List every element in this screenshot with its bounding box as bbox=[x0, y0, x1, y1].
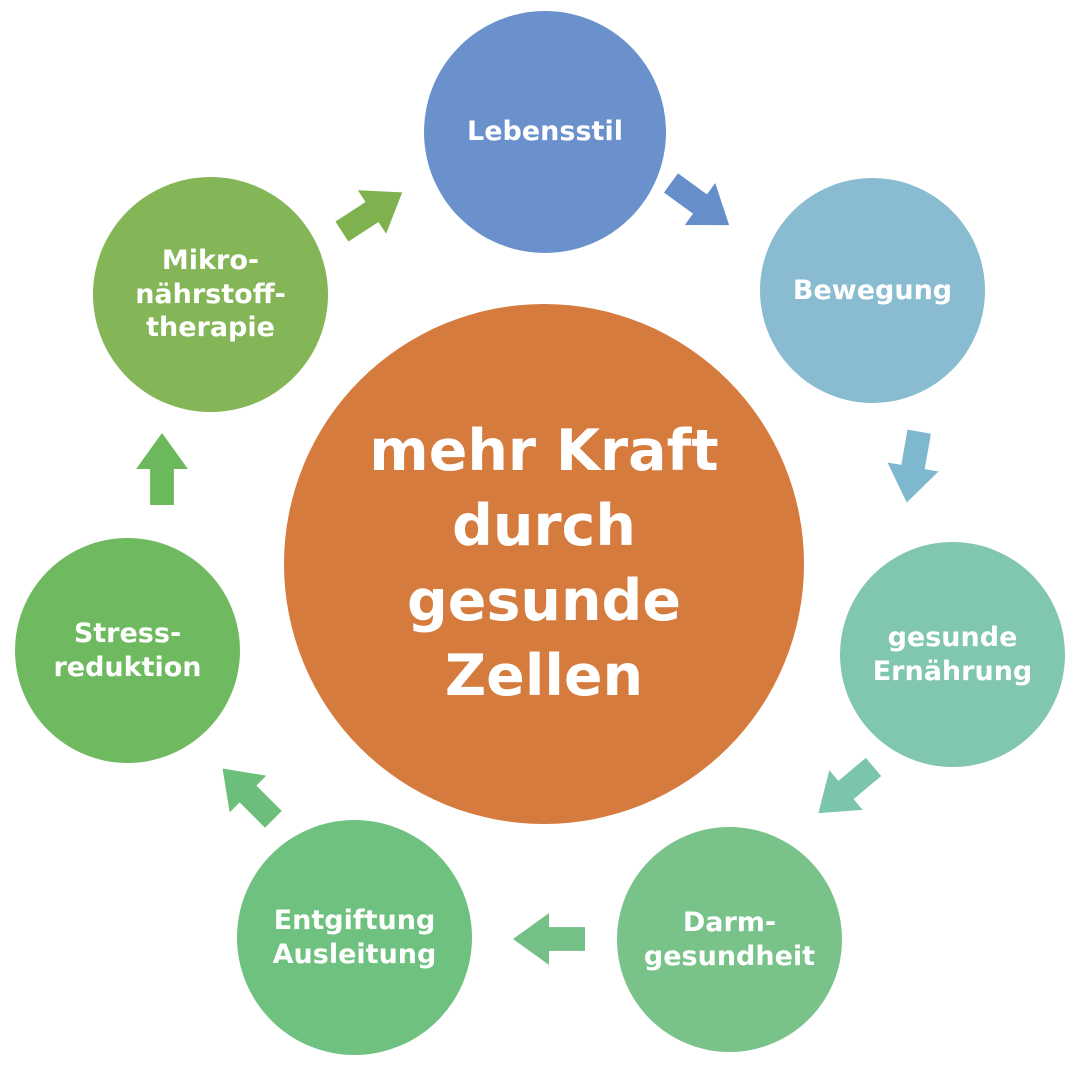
circle-stressreduktion-label: Stress- reduktion bbox=[53, 617, 202, 683]
circle-lebensstil: Lebensstil bbox=[424, 11, 666, 253]
arrow-lebensstil-to-bewegung-icon bbox=[655, 161, 745, 247]
arrow-darm-to-entgiftung-icon bbox=[513, 912, 585, 966]
circle-gesunde-ernaehrung: gesunde Ernährung bbox=[840, 542, 1065, 767]
circle-entgiftung-ausleitung: Entgiftung Ausleitung bbox=[237, 820, 472, 1055]
circle-mehr-kraft-center: mehr Kraft durch gesunde Zellen bbox=[284, 304, 804, 824]
arrow-ernaehrung-to-darm-icon bbox=[801, 746, 891, 834]
circle-mikronaehrstofftherapie-label: Mikro- nährstoff- therapie bbox=[135, 244, 286, 344]
circle-lebensstil-label: Lebensstil bbox=[467, 116, 623, 148]
circle-entgiftung-ausleitung-label: Entgiftung Ausleitung bbox=[272, 904, 437, 970]
arrow-stress-to-mikro-icon bbox=[135, 433, 189, 505]
circle-bewegung: Bewegung bbox=[760, 178, 985, 403]
circle-stressreduktion: Stress- reduktion bbox=[15, 538, 240, 763]
circle-darmgesundheit: Darm- gesundheit bbox=[617, 827, 842, 1052]
circle-gesunde-ernaehrung-label: gesunde Ernährung bbox=[872, 621, 1033, 687]
arrow-mikro-to-lebensstil-icon bbox=[327, 170, 417, 255]
circle-darmgesundheit-label: Darm- gesundheit bbox=[643, 906, 816, 972]
arrow-bewegung-to-ernaehrung-icon bbox=[880, 427, 946, 507]
circle-bewegung-label: Bewegung bbox=[792, 274, 953, 306]
arrow-entgiftung-to-stress-icon bbox=[203, 749, 292, 838]
circle-mikronaehrstofftherapie: Mikro- nährstoff- therapie bbox=[93, 177, 328, 412]
center-circle-label: mehr Kraft durch gesunde Zellen bbox=[369, 417, 719, 710]
